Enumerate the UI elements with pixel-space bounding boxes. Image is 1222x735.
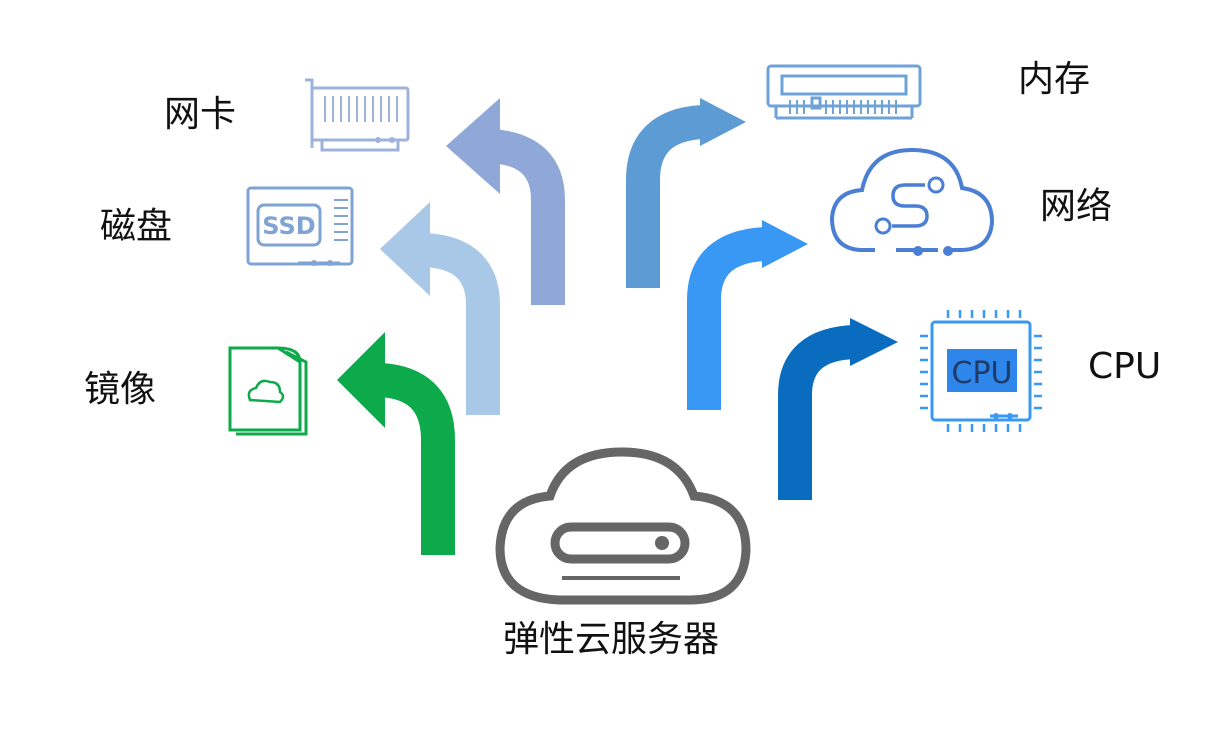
label-image: 镜像 — [84, 369, 157, 410]
ssd-icon — [246, 186, 354, 266]
center-label: 弹性云服务器 — [502, 619, 719, 660]
cpu-chip-icon — [920, 310, 1042, 432]
ssd-icon-text: SSD — [262, 212, 315, 240]
label-memory: 内存 — [1018, 59, 1091, 100]
label-network: 网络 — [1040, 186, 1113, 227]
arrow-to-image — [337, 332, 455, 555]
label-disk: 磁盘 — [100, 206, 173, 247]
arrow-to-memory — [626, 98, 746, 288]
label-cpu: CPU — [1088, 346, 1162, 387]
arrow-to-network — [687, 220, 808, 410]
network-card-icon — [305, 78, 410, 152]
arrow-to-disk — [380, 202, 500, 415]
memory-module-icon — [766, 64, 922, 120]
cpu-chip-text: CPU — [952, 356, 1013, 391]
cloud-server-icon — [495, 447, 751, 605]
arrow-to-nic — [446, 98, 565, 305]
arrow-to-cpu — [778, 318, 898, 500]
network-cloud-icon — [829, 147, 995, 256]
cpu-chip-highlight — [947, 349, 1017, 392]
image-file-icon — [228, 346, 308, 436]
label-nic: 网卡 — [164, 94, 237, 135]
